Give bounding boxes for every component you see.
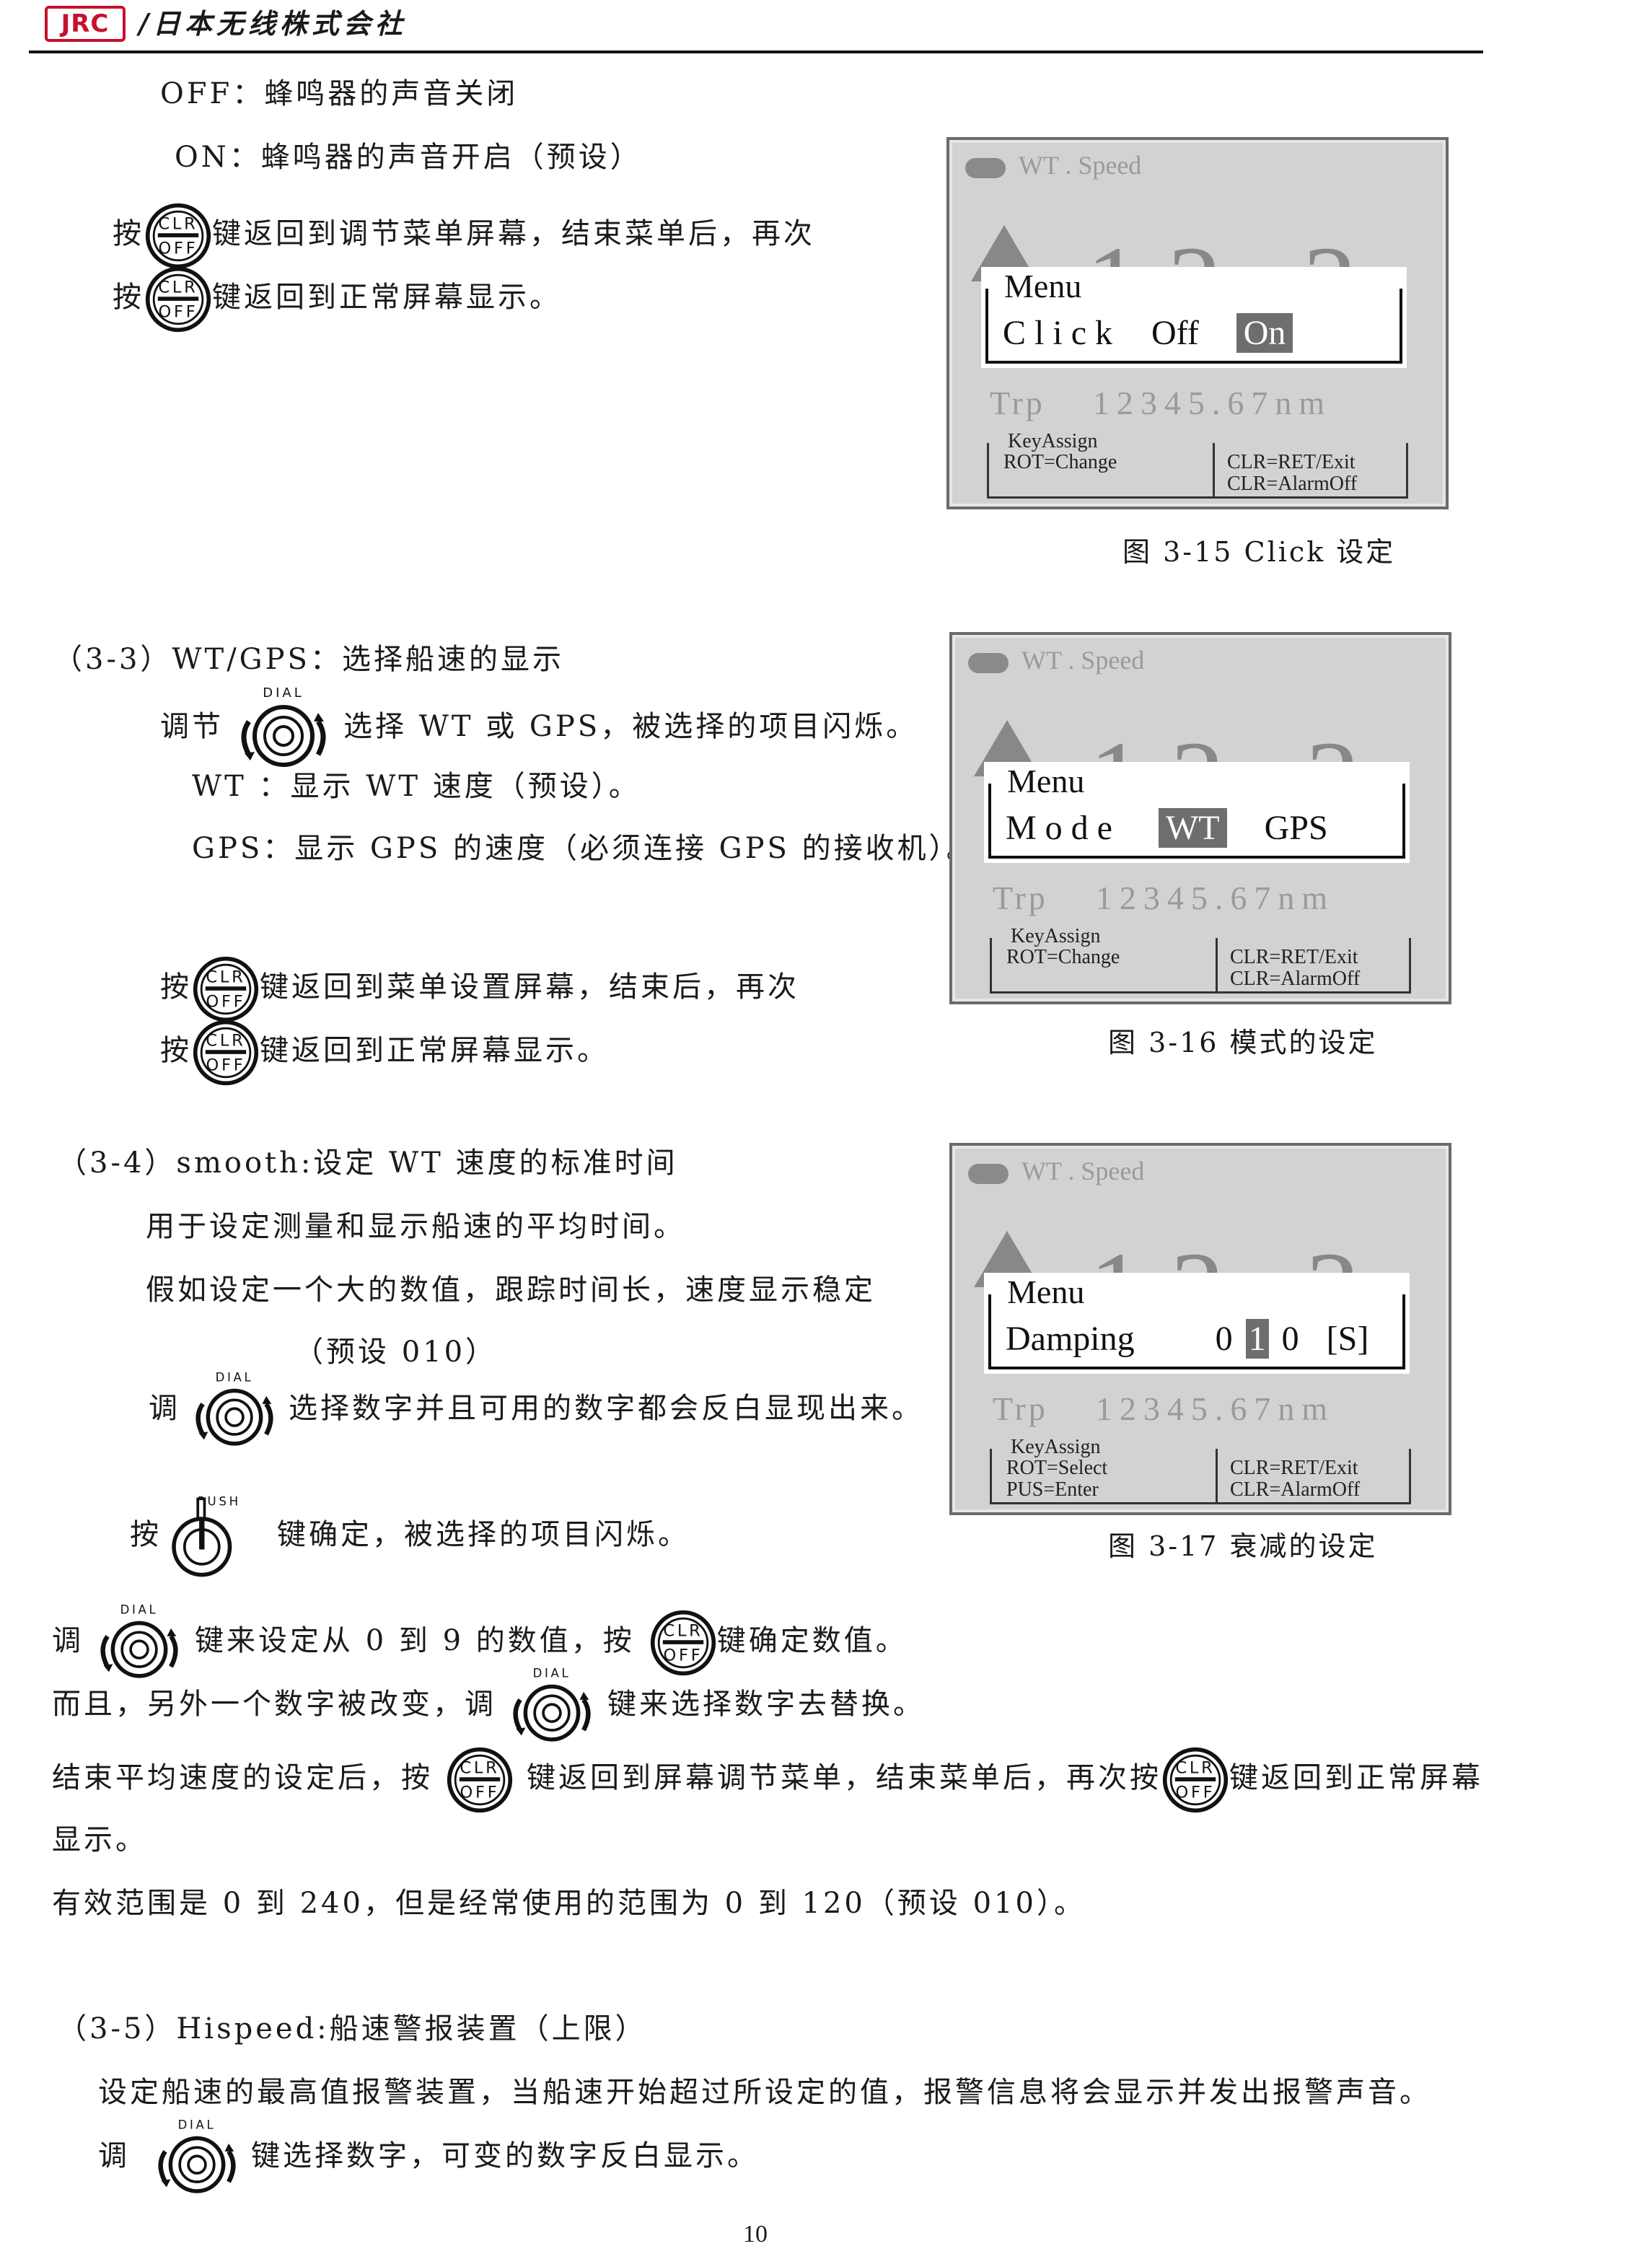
click-press-line-2: 按 键返回到正常屏幕显示。 xyxy=(113,266,561,333)
smooth-push-line: 按键确定，被选择的项目闪烁。 xyxy=(130,1494,690,1580)
status-indicator-icon xyxy=(968,652,1009,673)
clr-off-key-icon xyxy=(144,202,212,270)
digit-3[interactable]: 0 xyxy=(1281,1320,1299,1358)
body-line-5: 有效范围是 0 到 240，但是经常使用的范围为 0 到 120（预设 010）… xyxy=(52,1887,1086,1920)
on-description: ON：蜂鸣器的声音开启（预设） xyxy=(175,141,642,174)
mode-adjust-line: 调节选择 WT 或 GPS，被选择的项目闪烁。 xyxy=(160,685,918,772)
press-label: 按 xyxy=(113,217,144,250)
menu-popup: Menu Click Off On xyxy=(981,267,1407,368)
status-indicator-icon xyxy=(968,1163,1009,1184)
smooth-line-3: （预设 010） xyxy=(294,1336,498,1369)
lcd-status: WT . Speed xyxy=(968,1156,1144,1186)
menu-title: Menu xyxy=(1001,762,1091,800)
hispeed-line-1: 设定船速的最高值报警装置，当船速开始超过所设定的值，报警信息将会显示并发出报警声… xyxy=(98,2076,1431,2109)
body-line-3: 结束平均速度的设定后，按键返回到屏幕调节菜单，结束菜单后，再次按键返回到正常屏幕 xyxy=(52,1746,1483,1814)
smooth-line-2: 假如设定一个大的数值，跟踪时间长，速度显示稳定 xyxy=(146,1273,876,1307)
dial-knob-icon xyxy=(496,1667,607,1746)
row-label: Click xyxy=(1003,314,1121,352)
dial-knob-icon xyxy=(143,2118,251,2198)
lcd-status: WT . Speed xyxy=(965,150,1141,180)
click-press-line-1: 按 键返回到调节菜单屏幕，结束菜单后，再次 xyxy=(113,202,815,270)
company-name: /日本无线株式会社 xyxy=(139,7,407,40)
option-wt-selected[interactable]: WT xyxy=(1158,808,1227,848)
smooth-adjust-line: 调选择数字并且可用的数字都会反白显现出来。 xyxy=(149,1371,923,1450)
instruction-text: 键返回到正常屏幕显示。 xyxy=(212,281,561,314)
dial-knob-icon xyxy=(180,1371,289,1450)
key-left: ROT=Change xyxy=(1006,946,1120,968)
body-line-1: 调键来设定从 0 到 9 的数值，按键确定数值。 xyxy=(52,1603,908,1683)
clr-off-key-icon xyxy=(144,266,212,333)
off-description: OFF：蜂鸣器的声音关闭 xyxy=(160,77,519,110)
figure-caption: 图 3-17 衰减的设定 xyxy=(1108,1530,1378,1562)
menu-popup: Menu Damping 0 1 0 [S] xyxy=(984,1273,1410,1374)
instruction-text: 键返回到调节菜单屏幕，结束菜单后，再次 xyxy=(212,217,815,250)
figure-caption: 图 3-15 Click 设定 xyxy=(1122,536,1396,568)
key-assign-title: KeyAssign xyxy=(1008,925,1104,948)
wt-description: WT ：显示 WT 速度（预设）。 xyxy=(192,770,641,803)
clr-off-key-icon xyxy=(1161,1746,1229,1814)
press-label: 按 xyxy=(113,281,144,314)
body-line-2: 而且，另外一个数字被改变，调键来选择数字去替换。 xyxy=(52,1667,925,1746)
lcd-figure-3-17: WT . Speed 1 2 . 2 Menu Damping 0 1 0 [S… xyxy=(949,1143,1451,1515)
unit-label: [S] xyxy=(1326,1320,1369,1358)
clr-off-key-icon xyxy=(446,1746,514,1814)
option-on-selected[interactable]: On xyxy=(1236,313,1293,353)
figure-caption: 图 3-16 模式的设定 xyxy=(1108,1027,1378,1058)
section-heading-3-5: （3-5）Hispeed:船速警报装置（上限） xyxy=(58,2012,647,2045)
key-assign-title: KeyAssign xyxy=(1008,1436,1104,1459)
row-label: Mode xyxy=(1006,809,1121,847)
jrc-logo: JRC xyxy=(45,6,126,42)
digit-2-selected[interactable]: 1 xyxy=(1245,1319,1269,1359)
header-divider xyxy=(29,51,1483,53)
menu-row: Damping 0 1 0 [S] xyxy=(1006,1319,1368,1359)
menu-title: Menu xyxy=(998,267,1088,305)
mode-press-line-2: 按键返回到正常屏幕显示。 xyxy=(160,1019,609,1087)
option-off[interactable]: Off xyxy=(1151,314,1199,352)
lcd-status: WT . Speed xyxy=(968,645,1144,675)
push-knob-icon xyxy=(162,1494,255,1580)
hispeed-adjust-line: 调键选择数字，可变的数字反白显示。 xyxy=(98,2118,759,2198)
dial-knob-icon xyxy=(224,685,343,772)
section-heading-3-4: （3-4）smooth:设定 WT 速度的标准时间 xyxy=(58,1146,678,1180)
menu-popup: Menu Mode WT GPS xyxy=(984,762,1410,863)
key-left: ROT=Change xyxy=(1003,451,1117,473)
menu-title: Menu xyxy=(1001,1273,1091,1311)
section-heading-3-3: （3-3）WT/GPS：选择船速的显示 xyxy=(53,643,564,676)
menu-row: Mode WT GPS xyxy=(1006,808,1328,848)
gps-description: GPS：显示 GPS 的速度（必须连接 GPS 的接收机）。 xyxy=(192,832,978,865)
body-line-4: 显示。 xyxy=(52,1823,147,1856)
option-gps[interactable]: GPS xyxy=(1264,809,1328,847)
clr-off-key-icon xyxy=(192,955,260,1023)
menu-row: Click Off On xyxy=(1003,313,1293,353)
digit-1[interactable]: 0 xyxy=(1215,1320,1233,1358)
page-number: 10 xyxy=(743,2221,768,2248)
row-label: Damping xyxy=(1006,1320,1135,1358)
clr-off-key-icon xyxy=(192,1019,260,1087)
key-assign-title: KeyAssign xyxy=(1005,430,1101,453)
smooth-line-1: 用于设定测量和显示船速的平均时间。 xyxy=(146,1210,685,1243)
lcd-figure-3-15: WT . Speed 1 2 . 2 Menu Click Off On Trp… xyxy=(946,137,1449,509)
mode-press-line-1: 按键返回到菜单设置屏幕，结束后，再次 xyxy=(160,955,799,1023)
status-indicator-icon xyxy=(965,157,1006,178)
